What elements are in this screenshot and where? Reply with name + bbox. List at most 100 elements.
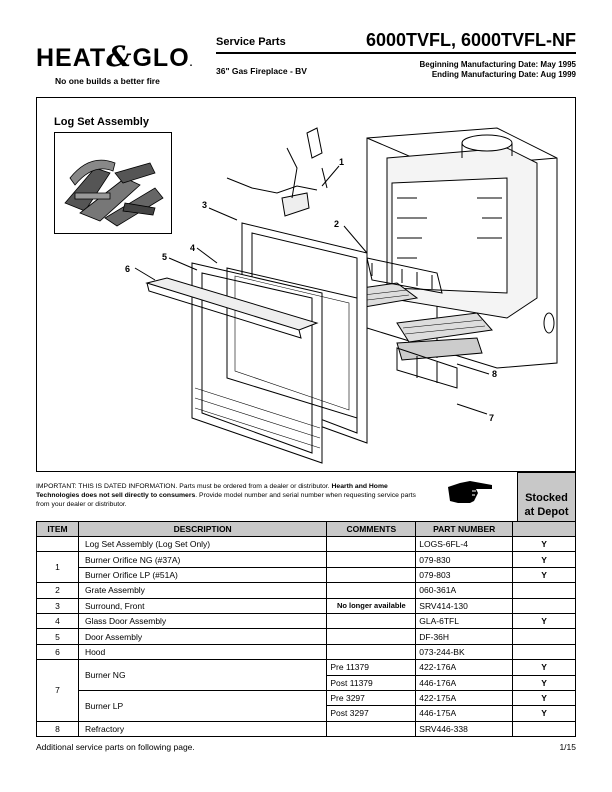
logo-text-glo: GLO xyxy=(132,44,190,72)
item-cell xyxy=(36,535,79,553)
stocked-cell: Y xyxy=(512,535,576,553)
table-row: 8 Refractory SRV446-338 xyxy=(36,720,576,738)
table-row: Post 3297 446-175A Y xyxy=(37,705,576,722)
callout-3: 3 xyxy=(202,200,208,210)
end-date: Ending Manufacturing Date: Aug 1999 xyxy=(431,70,576,79)
table-row: 2 Grate Assembly 060-361A xyxy=(36,582,576,599)
stocked-cell: Y xyxy=(512,612,576,630)
illustration-title: Log Set Assembly xyxy=(54,116,149,128)
manufacturing-dates: Beginning Manufacturing Date: May 1995 E… xyxy=(420,60,576,80)
page-number: 1/15 xyxy=(559,742,576,752)
item-cell: 4 xyxy=(36,612,79,630)
description-cell: Burner LP xyxy=(77,689,328,722)
comment-cell xyxy=(326,628,417,645)
item-cell: 3 xyxy=(36,597,79,614)
part-number-cell: DF-36H xyxy=(415,628,514,645)
exploded-view-drawing xyxy=(134,127,558,464)
log-set-icon xyxy=(64,159,164,227)
footer-note: Additional service parts on following pa… xyxy=(36,742,195,752)
item-cell: 5 xyxy=(36,628,79,645)
comment-cell xyxy=(326,551,417,568)
item-cell: 2 xyxy=(36,582,79,599)
stocked-cell xyxy=(512,597,576,614)
comment-cell: Pre 11379 xyxy=(326,659,417,676)
callout-5: 5 xyxy=(162,252,168,262)
description-cell: Burner NG xyxy=(77,659,328,691)
part-number-cell: SRV446-338 xyxy=(415,720,514,738)
stocked-cell xyxy=(512,628,576,645)
comment-cell xyxy=(326,643,417,661)
comment-cell: Pre 3297 xyxy=(326,689,417,707)
stocked-label: Stocked xyxy=(525,492,568,504)
col-comments: COMMENTS xyxy=(326,521,417,537)
model-number: 6000TVFL, 6000TVFL-NF xyxy=(365,30,576,50)
description-cell: Refractory xyxy=(77,720,328,738)
table-row: Post 11379 446-176A Y xyxy=(37,674,576,691)
stocked-cell xyxy=(512,720,576,738)
item-cell: 1 xyxy=(36,551,79,584)
pointing-hand-icon xyxy=(448,481,492,503)
part-number-cell: 422-176A xyxy=(415,659,514,676)
parts-table: ITEM DESCRIPTION COMMENTS PART NUMBER Lo… xyxy=(36,521,576,738)
comment-cell xyxy=(326,566,417,584)
comment-cell xyxy=(326,582,417,599)
description-cell: Surround, Front xyxy=(77,597,328,614)
logo-mark: . xyxy=(189,58,194,69)
callout-8: 8 xyxy=(492,369,498,379)
part-number-cell: 422-175A xyxy=(415,689,514,707)
stocked-cell: Y xyxy=(512,689,576,707)
service-parts-label: Service Parts xyxy=(216,36,286,48)
stocked-cell xyxy=(512,643,576,661)
stocked-cell xyxy=(512,582,576,599)
part-number-cell: 079-803 xyxy=(415,566,514,584)
description-cell: Burner Orifice LP (#51A) xyxy=(77,566,328,584)
comment-cell: Post 11379 xyxy=(326,674,417,691)
table-row: 5 Door Assembly DF-36H xyxy=(36,628,576,645)
callout-2: 2 xyxy=(334,219,340,229)
table-row: 3 Surround, Front No longer available SR… xyxy=(36,597,576,614)
comment-cell xyxy=(326,535,417,553)
notice-part2: Hearth and Home Technologies does not se… xyxy=(36,483,388,499)
description-cell: Door Assembly xyxy=(77,628,328,645)
logo-text-heat: HEAT xyxy=(36,44,107,72)
comment-cell: Post 3297 xyxy=(326,705,417,722)
part-number-cell: GLA-6TFL xyxy=(415,612,514,630)
heatnglo-logo: HEAT&GLO. xyxy=(36,40,216,73)
callout-6: 6 xyxy=(125,264,131,274)
notice-part3: . Provide model number and serial number… xyxy=(36,492,416,508)
part-number-cell: 073-244-BK xyxy=(415,643,514,661)
col-stocked xyxy=(512,521,576,537)
table-row: Burner LP Pre 3297 422-175A Y xyxy=(37,689,576,722)
callout-1: 1 xyxy=(339,157,345,167)
table-row: Burner Orifice LP (#51A) 079-803 Y xyxy=(37,566,576,584)
important-notice: IMPORTANT: THIS IS DATED INFORMATION. Pa… xyxy=(36,482,421,509)
stocked-cell: Y xyxy=(512,659,576,676)
part-number-cell: LOGS-6FL-4 xyxy=(415,535,514,553)
item-cell: 6 xyxy=(36,643,79,661)
description-cell: Hood xyxy=(77,643,328,661)
product-name: 36" Gas Fireplace - BV xyxy=(216,66,307,76)
begin-date: Beginning Manufacturing Date: May 1995 xyxy=(419,60,576,69)
stocked-cell: Y xyxy=(512,566,576,584)
table-row: 1 Burner Orifice NG (#37A) 079-830 Y xyxy=(36,551,576,584)
description-cell: Grate Assembly xyxy=(77,582,328,599)
description-cell: Log Set Assembly (Log Set Only) xyxy=(77,535,328,553)
item-cell: 8 xyxy=(36,720,79,738)
table-row: 7 Burner NG Pre 11379 422-176A Y xyxy=(36,659,576,722)
part-number-cell: 079-830 xyxy=(415,551,514,568)
comment-cell xyxy=(326,720,417,738)
table-row: Log Set Assembly (Log Set Only) LOGS-6FL… xyxy=(36,535,576,553)
table-row: 4 Glass Door Assembly GLA-6TFL Y xyxy=(36,612,576,630)
tagline: No one builds a better fire xyxy=(55,76,160,86)
table-header-row: ITEM DESCRIPTION COMMENTS PART NUMBER xyxy=(36,521,576,537)
callout-7: 7 xyxy=(489,413,495,423)
notice-part1: IMPORTANT: THIS IS DATED INFORMATION. Pa… xyxy=(36,483,332,490)
exploded-view-frame: Log Set Assembly xyxy=(36,97,576,472)
comment-cell xyxy=(326,612,417,630)
table-row: 6 Hood 073-244-BK xyxy=(36,643,576,661)
log-set-thumbnail xyxy=(54,132,172,234)
callout-4: 4 xyxy=(190,243,196,253)
description-cell: Burner Orifice NG (#37A) xyxy=(77,551,328,568)
stocked-cell: Y xyxy=(512,551,576,568)
stocked-cell: Y xyxy=(512,674,576,691)
